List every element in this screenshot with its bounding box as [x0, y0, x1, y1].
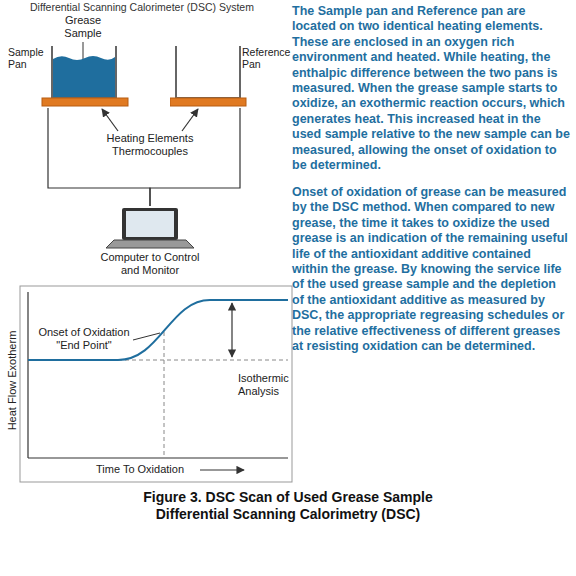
dimension-arrow	[231, 303, 232, 357]
body-paragraph: Onset of oxidation of grease can be meas…	[292, 185, 570, 354]
y-axis	[27, 292, 28, 458]
baseline-dashed	[118, 360, 288, 361]
pointer-arrow	[182, 109, 198, 131]
heating-element	[170, 98, 246, 106]
x-axis	[28, 457, 288, 458]
laptop-icon	[90, 206, 210, 250]
screen-frame	[122, 208, 178, 240]
leader-line	[133, 333, 160, 340]
pan-node: Sample Pan	[6, 44, 134, 108]
grease-fill	[53, 56, 115, 97]
axis-title: Time To Oxidation	[96, 463, 184, 476]
node-label: Sample Pan	[8, 46, 50, 70]
heating-element	[42, 98, 128, 106]
chart-annotation: Onset of Oxidation "End Point"	[36, 326, 132, 352]
node-label: Computer to Control and Monitor	[90, 251, 210, 277]
figure-caption: Figure 3. DSC Scan of Used Grease Sample…	[113, 489, 463, 523]
pan-wall	[176, 46, 240, 98]
node-label: Reference Pan	[242, 46, 294, 70]
callout-label: Grease Sample	[56, 14, 110, 40]
callout-label: Heating Elements Thermocouples	[98, 132, 202, 158]
onset-dashed	[164, 332, 165, 458]
computer-node: Computer to Control and Monitor	[90, 206, 210, 279]
screen	[126, 211, 174, 237]
pan-node: Reference Pan	[170, 44, 294, 108]
pan-wall	[52, 46, 116, 98]
chart-annotation: Isothermic Analysis	[238, 372, 294, 398]
axis-arrow	[200, 469, 244, 470]
heat-flow-curve	[28, 300, 288, 360]
diagram-title: Differential Scanning Calorimeter (DSC) …	[30, 1, 254, 13]
pointer-arrow	[102, 109, 118, 131]
body-paragraph: The Sample pan and Reference pan are loc…	[292, 4, 570, 173]
axis-title: Heat Flow Exotherm	[6, 329, 19, 433]
keyboard-base	[106, 240, 194, 248]
